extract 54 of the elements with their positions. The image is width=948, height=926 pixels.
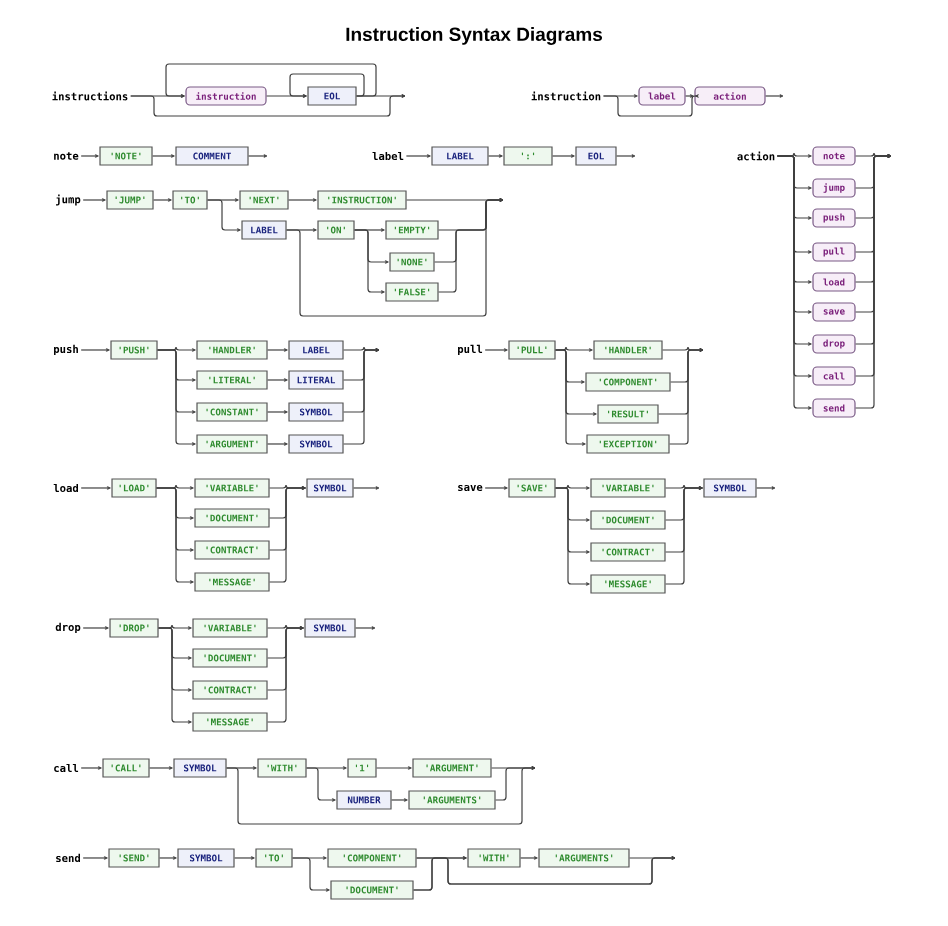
- arrow: [520, 856, 538, 860]
- arrow: [267, 442, 288, 446]
- arrow: [356, 94, 406, 98]
- arrow: [756, 486, 776, 490]
- arrow: [555, 487, 590, 586]
- arrow: [629, 856, 676, 860]
- arrow: [555, 349, 586, 446]
- arrow: [149, 766, 173, 770]
- arrow: [353, 486, 380, 490]
- arrow: [153, 198, 172, 202]
- arrow: [80, 348, 110, 352]
- arrow: [207, 199, 241, 232]
- arrow: [82, 198, 106, 202]
- arrow: [80, 154, 99, 158]
- arrow: [159, 856, 177, 860]
- arrow: [269, 486, 306, 583]
- title: Instruction Syntax Diagrams: [346, 27, 602, 45]
- arrow: [82, 856, 108, 860]
- arrow: [267, 348, 288, 352]
- arrow: [165, 63, 377, 98]
- arrow: [376, 766, 412, 770]
- arrow: [267, 378, 288, 382]
- arrow: [484, 348, 508, 352]
- arrow: [484, 486, 508, 490]
- arrow: [669, 348, 704, 445]
- arrow: [292, 857, 330, 892]
- arrow: [405, 154, 431, 158]
- arrow: [82, 626, 109, 630]
- arrow: [488, 154, 503, 158]
- arrow: [665, 486, 703, 585]
- arrow: [306, 767, 336, 802]
- arrow: [685, 94, 694, 98]
- arrow: [152, 154, 175, 158]
- arrow: [354, 229, 385, 294]
- arrow: [495, 766, 536, 801]
- arrow: [267, 626, 304, 723]
- arrow: [158, 627, 192, 724]
- arrow: [616, 154, 636, 158]
- arrow: [157, 349, 196, 446]
- arrow: [80, 486, 111, 490]
- arrow: [343, 348, 380, 445]
- arrow: [80, 766, 102, 770]
- arrow: [552, 154, 575, 158]
- arrow: [234, 856, 255, 860]
- arrow: [267, 410, 288, 414]
- arrow: [156, 487, 194, 584]
- arrow: [602, 94, 699, 117]
- arrow: [765, 94, 784, 98]
- arrow: [438, 198, 504, 293]
- arrow: [391, 798, 408, 802]
- arrow: [355, 626, 376, 630]
- arrow: [248, 154, 268, 158]
- arrow: [288, 198, 317, 202]
- arrow: [289, 73, 365, 98]
